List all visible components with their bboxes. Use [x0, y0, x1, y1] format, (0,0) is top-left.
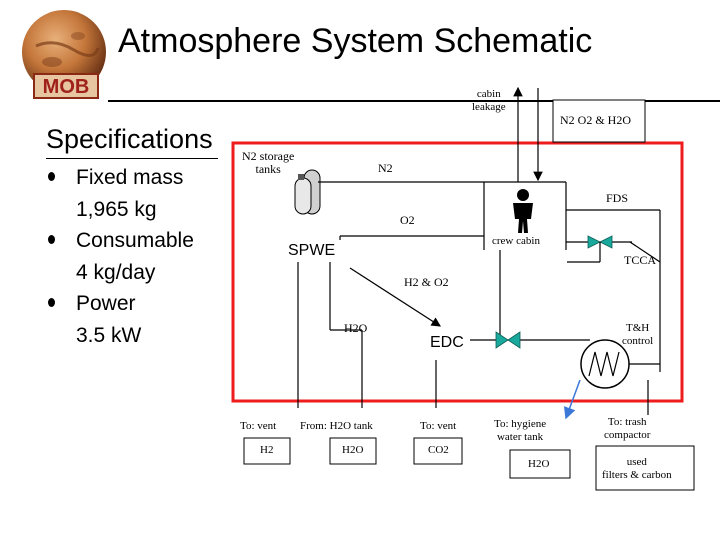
system-boundary [231, 141, 684, 403]
spec-label: Fixed mass [76, 166, 184, 189]
output-h2-label: H2 [260, 444, 274, 456]
specifications-list: Fixed mass 1,965 kg Consumable 4 kg/day Po… [44, 162, 266, 351]
output-box [595, 445, 695, 491]
h2-o2-arrow [349, 267, 442, 327]
output-vent-label: To: vent [420, 420, 457, 432]
spwe-label: SPWE [288, 242, 336, 259]
n2-o2-h2o-label: N2 O2 & H2O [560, 113, 631, 127]
spec-value: 4 kg/day [76, 260, 156, 284]
specifications-heading: Specifications [46, 124, 213, 154]
crew-person-icon [513, 189, 533, 233]
output-vent-label: To: vent [240, 420, 277, 432]
gas-tank-icon [294, 169, 321, 215]
spec-value: 3.5 kW [76, 323, 142, 347]
output-box [329, 437, 377, 465]
spec-item: Fixed mass 1,965 kg [44, 162, 266, 225]
hygiene-water-arrow [563, 379, 581, 420]
edc-label: EDC [430, 334, 464, 351]
tcca-label: TCCA [624, 253, 657, 267]
spec-label: Power [76, 292, 136, 315]
output-h2o-label: H2O [342, 444, 364, 456]
spec-item: Consumable 4 kg/day [44, 225, 266, 288]
mars-logo-icon: MOB [22, 10, 106, 99]
heat-exchanger-icon [580, 339, 630, 389]
valve-icon [495, 331, 521, 349]
o2-label: O2 [400, 213, 415, 227]
output-box [413, 437, 463, 465]
h2o-label: H2O [344, 321, 368, 335]
specifications-underline [46, 158, 218, 159]
mob-logo: MOB [14, 8, 110, 104]
output-h2o-tank-label: From: H2O tank [300, 420, 373, 432]
output-box [509, 449, 571, 479]
output-co2-label: CO2 [428, 444, 449, 456]
h2-o2-label: H2 & O2 [404, 275, 449, 289]
output-hygiene-h2o-label: H2O [528, 458, 550, 470]
n2-label: N2 [378, 161, 393, 175]
fds-label: FDS [606, 191, 629, 205]
spec-value: 1,965 kg [76, 197, 157, 221]
spec-label: Consumable [76, 229, 194, 252]
spec-item: Power 3.5 kW [44, 288, 266, 351]
page-title: Atmosphere System Schematic [118, 22, 593, 60]
title-divider [108, 100, 720, 102]
label-box [552, 99, 646, 143]
crew-cabin-label: crew cabin [492, 235, 540, 247]
output-box [243, 437, 291, 465]
logo-text: MOB [43, 76, 90, 98]
